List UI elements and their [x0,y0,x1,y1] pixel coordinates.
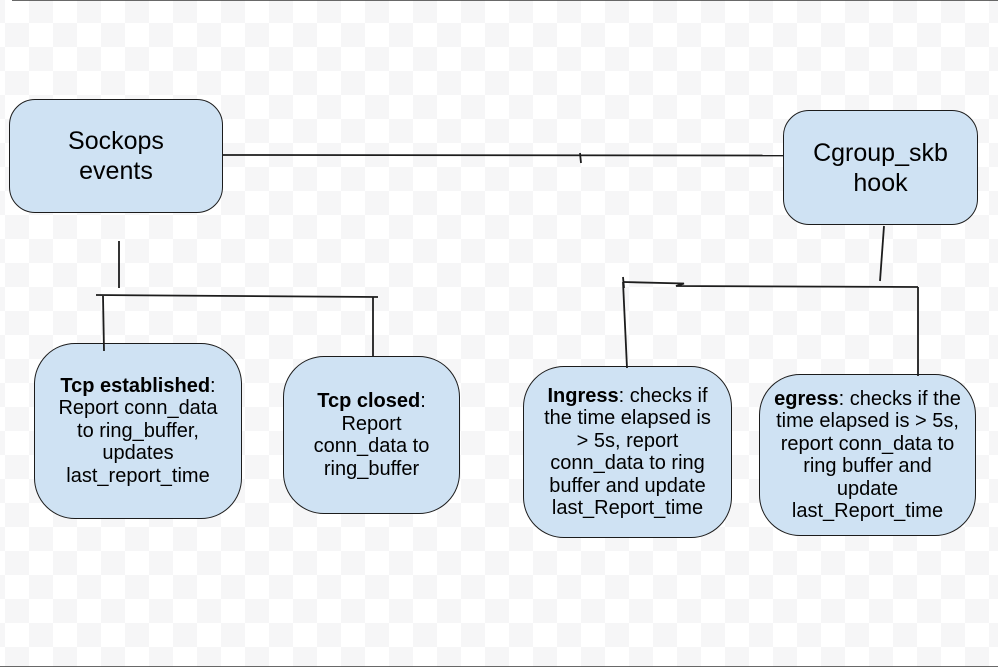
node-label-rest: : checks if the time elapsed is > 5s, re… [544,384,711,520]
node-sockops-events[interactable]: Sockops events [9,99,223,213]
node-label: egress: checks if the time elapsed is > … [774,388,961,523]
node-label-bold: egress [774,387,839,410]
node-label: Ingress: checks if the time elapsed is >… [539,385,716,520]
node-label: Sockops events [68,127,164,185]
edge-cgroup-branch-tick [622,276,625,289]
node-label-bold: Tcp closed [317,390,421,412]
node-label: Tcp closed: Report conn_data to ring_buf… [299,390,444,480]
canvas-top-edge [12,0,998,1]
node-tcp-closed[interactable]: Tcp closed: Report conn_data to ring_buf… [283,356,460,514]
edge-sockops-cgroup [222,154,784,157]
node-tcp-established[interactable]: Tcp established: Report conn_data to rin… [34,343,242,519]
edge-cgroup-ingress [622,281,628,369]
edge-sockops-branch-bar [95,294,379,298]
node-label-bold: Ingress [547,384,619,407]
node-label: Cgroup_skb hook [813,138,948,197]
node-label-rest: : checks if the time elapsed is > 5s, re… [776,387,961,523]
node-label: Tcp established: Report conn_data to rin… [51,375,225,488]
node-label-bold: Tcp established [60,374,211,397]
edge-sockops-cgroup-tick [579,152,582,164]
node-cgroup-skb-hook[interactable]: Cgroup_skb hook [783,110,978,225]
node-egress[interactable]: egress: checks if the time elapsed is > … [759,374,976,536]
node-ingress[interactable]: Ingress: checks if the time elapsed is >… [523,366,732,538]
node-label-rest: : Report conn_data to ring_buffer [313,390,430,480]
node-label-rest: : Report conn_data to ring_buffer, updat… [58,374,218,487]
edge-cgroup-branch-bar [622,281,919,288]
edge-cgroup-stub [879,225,885,282]
